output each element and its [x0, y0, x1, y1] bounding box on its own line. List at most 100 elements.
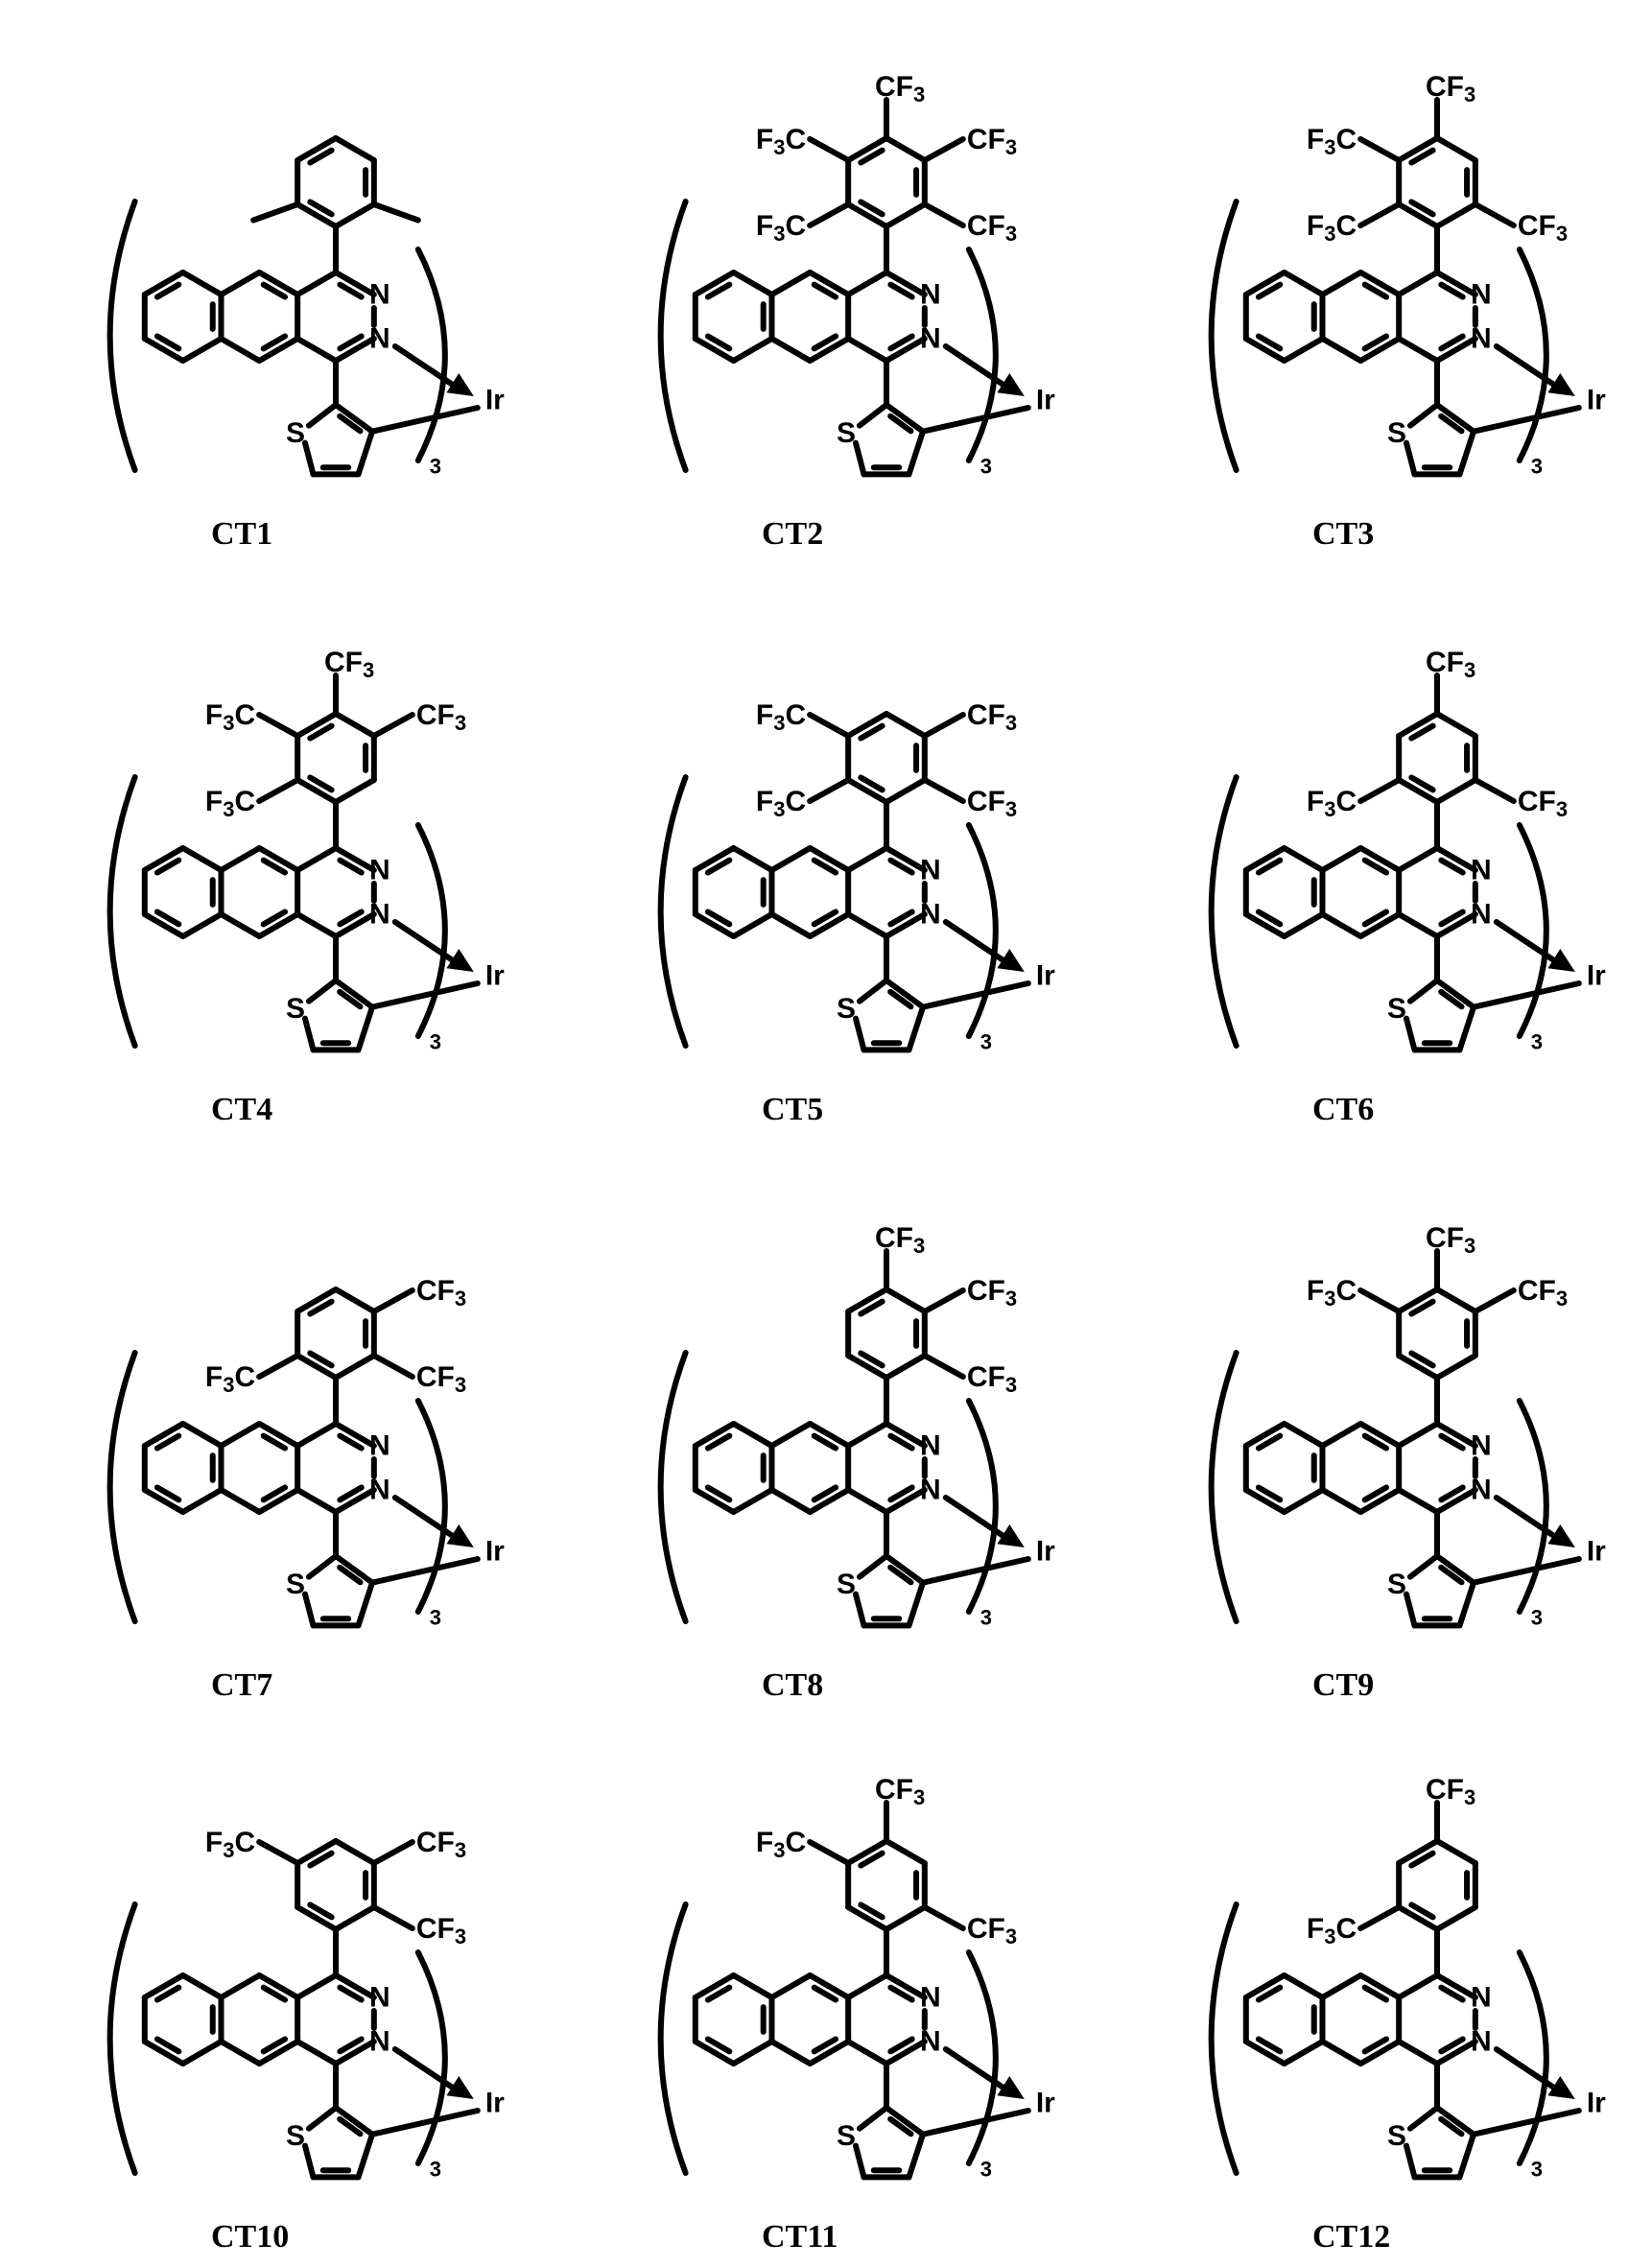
subscript-3: 3 [1324, 1287, 1335, 1311]
ring-bond [1322, 339, 1360, 361]
atom-c: C [967, 699, 988, 731]
iridium-label: Ir [1587, 2088, 1606, 2119]
ring-bond [1437, 1907, 1475, 1929]
atom-f: F [896, 71, 913, 103]
cf3-group: CF3 [967, 1913, 1017, 1948]
atom-c: C [785, 786, 806, 817]
ring-bond [886, 1841, 925, 1863]
atom-c: C [416, 1913, 437, 1945]
ring-bond [336, 138, 374, 160]
nitrogen-label: N [1471, 2026, 1492, 2058]
sulfur-label: S [1387, 417, 1406, 449]
cf3-label: CF3 [1518, 1275, 1568, 1311]
atom-f: F [756, 699, 773, 731]
nitrogen-label: N [1471, 1982, 1492, 2014]
thiophene-bond [1406, 2146, 1415, 2178]
sulfur-label: S [1387, 1569, 1406, 1600]
cf3-bond [259, 715, 297, 736]
cf3-label: F3C [1307, 1913, 1357, 1948]
cf3-bond [1360, 780, 1399, 801]
dative-bond [1497, 2049, 1560, 2091]
ligand-count: 3 [980, 1030, 992, 1054]
atom-f: F [756, 210, 773, 242]
compound-cell: NNF3CF3CCF3CF3SIr3CT4 [0, 566, 551, 1132]
cf3-group: CF3 [416, 1361, 466, 1397]
ring-bond [1399, 272, 1437, 295]
thiophene-bond [305, 2146, 314, 2178]
dative-bond [395, 922, 459, 964]
cf3-label: F3C [1307, 210, 1357, 246]
ring-bond [1399, 2042, 1437, 2064]
atom-f: F [1307, 124, 1324, 155]
ring-bond [1322, 848, 1360, 870]
iridium-center: Ir [1474, 922, 1606, 1007]
left-parenthesis [661, 1904, 686, 2173]
atom-c: C [1518, 786, 1539, 817]
benzophthalazine-core: NN [1246, 272, 1492, 361]
ring-bond [734, 272, 772, 295]
ring-bond [1285, 1490, 1323, 1512]
cf3-bond [1360, 204, 1399, 225]
aryl-ring: F3CCF3CF3 [205, 1275, 466, 1425]
cf3-bond [374, 715, 413, 736]
cf3-bond [925, 204, 963, 225]
cf3-group: F3C [756, 699, 806, 735]
benzophthalazine-core: NN [1246, 848, 1492, 936]
ring-bond [771, 1424, 810, 1446]
atom-f: F [205, 1361, 223, 1393]
iridium-center: Ir [923, 346, 1055, 432]
atom-f: F [437, 1827, 455, 1858]
atom-f: F [1447, 1774, 1464, 1806]
ring-bond [734, 914, 772, 936]
ligand-count: 3 [1531, 1030, 1543, 1054]
benzophthalazine-core: NN [696, 1424, 941, 1512]
compound-structure: NNF3CCF3CF3SIr3 [0, 1698, 551, 2264]
cf3-group: F3C [205, 786, 255, 821]
atom-f: F [1539, 1275, 1556, 1307]
subscript-3: 3 [1324, 135, 1335, 159]
ring-bond [734, 1975, 772, 1997]
right-parenthesis [418, 1401, 445, 1612]
compound-label: CT12 [1312, 2219, 1390, 2255]
right-parenthesis [969, 825, 996, 1036]
thiophene-bond [309, 2108, 336, 2129]
atom-f: F [896, 1222, 913, 1254]
atom-f: F [205, 699, 223, 731]
cf3-bond [374, 1907, 413, 1928]
aryl-ring: F3CF3CCF3CF3 [1307, 71, 1568, 273]
cf3-bond [259, 1356, 297, 1377]
left-parenthesis [110, 1353, 135, 1621]
ring-bond [221, 1490, 259, 1512]
ring-bond [734, 1424, 772, 1446]
atom-f: F [437, 699, 455, 731]
atom-c: C [1518, 1275, 1539, 1307]
ring-bond [848, 1490, 886, 1512]
thiophene-ring: S [286, 2064, 372, 2177]
nitrogen-label: N [369, 855, 390, 886]
ring-bond [886, 714, 925, 736]
cf3-group: F3C [205, 1361, 255, 1397]
cf3-group: F3C [756, 1827, 806, 1862]
ir-c-bond [372, 983, 478, 1007]
ligand-count: 3 [980, 2158, 992, 2182]
thiophene-bond [305, 1019, 314, 1051]
cf3-group: CF3 [967, 210, 1017, 246]
cf3-group: CF3 [967, 786, 1017, 821]
cf3-bond [1475, 780, 1514, 801]
ring-bond [1437, 780, 1475, 802]
atom-f: F [1447, 647, 1464, 678]
cf3-label: CF3 [875, 71, 925, 106]
nitrogen-label: N [920, 2026, 941, 2058]
cf3-bond [925, 1907, 963, 1928]
ring-bond [221, 272, 259, 295]
ring-bond [297, 1424, 336, 1446]
nitrogen-label: N [369, 1430, 390, 1462]
dative-bond [1497, 922, 1560, 964]
cf3-bond [810, 780, 848, 801]
cf3-label: F3C [756, 210, 806, 246]
thiophene-bond [856, 1594, 864, 1626]
ring-bond [297, 1490, 336, 1512]
atom-c: C [875, 1774, 896, 1806]
atom-c: C [875, 71, 896, 103]
